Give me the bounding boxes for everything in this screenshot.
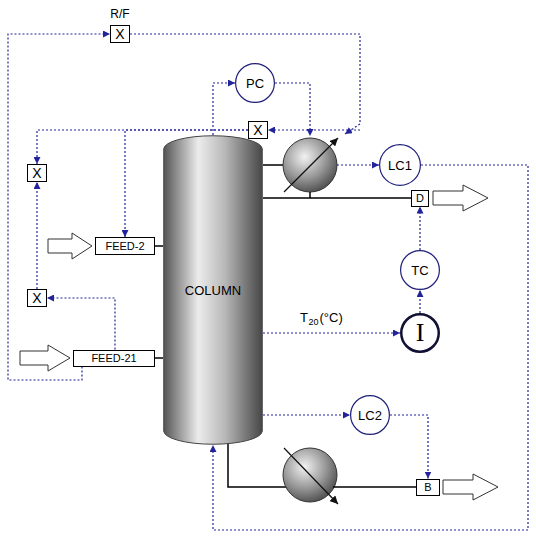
stream-arrow <box>433 185 488 211</box>
reboiler-adjust-arrow <box>284 448 338 504</box>
multiplier-box: X <box>248 121 268 139</box>
process-line <box>155 245 163 247</box>
node-text: LC2 <box>358 409 382 422</box>
circle-outline <box>351 396 390 435</box>
node-text: I <box>416 320 425 346</box>
node-text: PC <box>246 77 264 90</box>
node-text: X <box>32 166 41 180</box>
stream-arrow <box>20 345 70 371</box>
signal-line <box>36 182 37 289</box>
node-text: FEED-2 <box>105 241 144 252</box>
temperature-unit: (°C) <box>319 311 342 324</box>
node-text: LC1 <box>388 159 412 172</box>
circle-outline <box>236 64 275 103</box>
multiplier-box: X <box>27 289 47 307</box>
indicator: I <box>400 313 440 353</box>
stream-arrow <box>443 474 498 500</box>
temperature-controller: TC <box>400 250 440 290</box>
node-text: X <box>32 291 41 305</box>
signal-line <box>390 415 428 479</box>
circle-outline <box>401 314 439 352</box>
signal-line <box>263 332 400 333</box>
column-vessel: COLUMN <box>163 135 263 445</box>
product-box: B <box>416 479 440 496</box>
signal-line <box>130 34 360 134</box>
level-controller: LC2 <box>350 395 390 435</box>
feed-box: FEED-2 <box>95 237 155 255</box>
pressure-controller: PC <box>235 63 275 103</box>
distillate-line <box>309 192 311 198</box>
process-line <box>263 197 411 199</box>
signal-line <box>8 34 110 380</box>
node-text: D <box>416 193 424 204</box>
signal-line <box>337 164 379 165</box>
bottoms-line <box>333 486 416 488</box>
stream-arrow <box>48 233 92 259</box>
circle-outline <box>401 251 440 290</box>
node-text: TC <box>411 264 428 277</box>
signal-line <box>263 414 350 415</box>
feed-box: FEED-21 <box>73 350 155 367</box>
tray-subscript: 20 <box>308 318 318 327</box>
vessel-shape <box>164 136 263 444</box>
temperature-symbol: T <box>300 311 308 324</box>
level-controller: LC1 <box>379 144 421 186</box>
signal-line <box>419 207 420 251</box>
node-text: X <box>253 123 262 137</box>
ratio-label: R/F <box>110 8 129 20</box>
node-text: B <box>424 482 431 493</box>
node-text: COLUMN <box>185 284 241 297</box>
node-text: X <box>115 27 124 41</box>
signal-line <box>275 83 310 136</box>
circle-outline <box>380 145 421 186</box>
multiplier-box: X <box>27 164 47 182</box>
vapour-line <box>263 164 283 166</box>
bottoms-line <box>228 444 287 487</box>
signal-line <box>213 83 235 135</box>
condenser <box>283 138 337 192</box>
node-text: FEED-21 <box>91 353 136 364</box>
signal-line <box>419 290 420 313</box>
product-box: D <box>411 190 429 207</box>
signal-line <box>47 298 115 350</box>
process-line <box>155 357 163 359</box>
signal-line <box>268 129 360 130</box>
multiplier-box: X <box>110 25 130 43</box>
condenser-adjust-arrow <box>284 138 338 192</box>
